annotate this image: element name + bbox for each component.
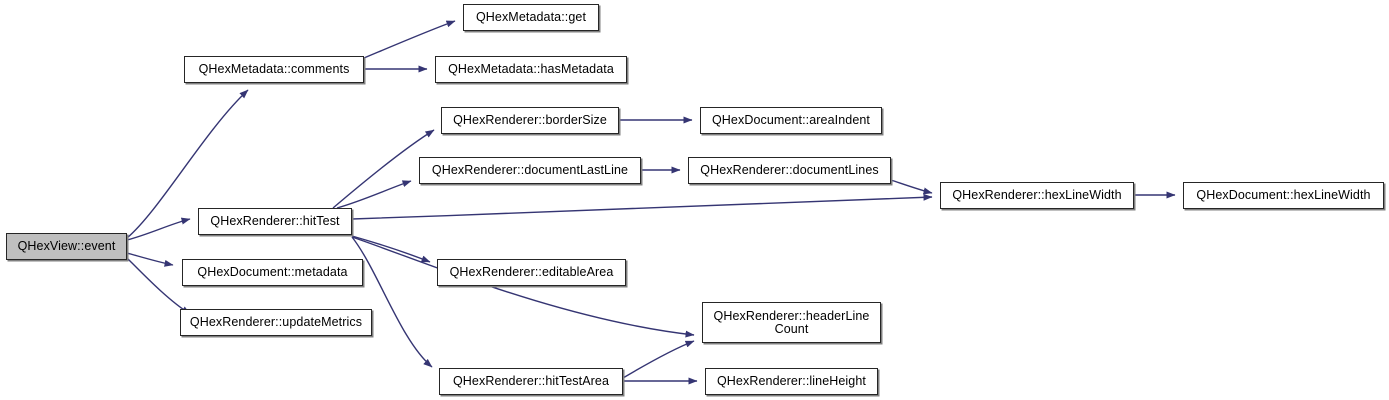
node-borderSize[interactable]: QHexRenderer::borderSize bbox=[441, 107, 619, 134]
node-editableArea[interactable]: QHexRenderer::editableArea bbox=[437, 259, 626, 286]
call-edge-hitTest-to-hitTestArea bbox=[351, 236, 433, 368]
call-edge-hitTestArea-to-headerLineCount bbox=[622, 340, 695, 379]
node-hitTestArea[interactable]: QHexRenderer::hitTestArea bbox=[439, 368, 623, 395]
call-edge-event-to-hitTest bbox=[126, 217, 191, 241]
node-event[interactable]: QHexView::event bbox=[6, 233, 127, 260]
node-documentLastLine[interactable]: QHexRenderer::documentLastLine bbox=[419, 157, 641, 184]
node-hexLineWidthD[interactable]: QHexDocument::hexLineWidth bbox=[1183, 182, 1384, 209]
call-edge-event-to-comments bbox=[126, 89, 249, 239]
node-get[interactable]: QHexMetadata::get bbox=[463, 4, 599, 31]
node-hasMetadata[interactable]: QHexMetadata::hasMetadata bbox=[435, 56, 627, 83]
call-edge-documentLines-to-hexLineWidthR bbox=[890, 179, 933, 195]
node-documentLines[interactable]: QHexRenderer::documentLines bbox=[688, 157, 891, 184]
node-comments[interactable]: QHexMetadata::comments bbox=[184, 56, 364, 83]
call-edges bbox=[126, 20, 1176, 385]
call-edge-event-to-updateMetrics bbox=[126, 257, 191, 315]
call-edge-hitTest-to-borderSize bbox=[332, 129, 435, 209]
node-areaIndent[interactable]: QHexDocument::areaIndent bbox=[700, 107, 882, 134]
call-edge-comments-to-get bbox=[363, 20, 456, 59]
node-hitTest[interactable]: QHexRenderer::hitTest bbox=[198, 208, 352, 235]
call-edge-hitTest-to-hexLineWidthR bbox=[351, 193, 933, 220]
call-edge-hitTest-to-headerLineCount bbox=[351, 236, 695, 338]
call-edge-hitTest-to-editableArea bbox=[351, 235, 431, 263]
node-headerLineCount[interactable]: QHexRenderer::headerLine Count bbox=[702, 302, 881, 343]
call-edge-hitTest-to-documentLastLine bbox=[336, 180, 412, 209]
call-edge-event-to-metadata bbox=[126, 252, 174, 267]
node-lineHeight[interactable]: QHexRenderer::lineHeight bbox=[705, 368, 878, 395]
node-metadata[interactable]: QHexDocument::metadata bbox=[182, 259, 363, 286]
node-hexLineWidthR[interactable]: QHexRenderer::hexLineWidth bbox=[940, 182, 1134, 209]
node-updateMetrics[interactable]: QHexRenderer::updateMetrics bbox=[180, 309, 372, 336]
